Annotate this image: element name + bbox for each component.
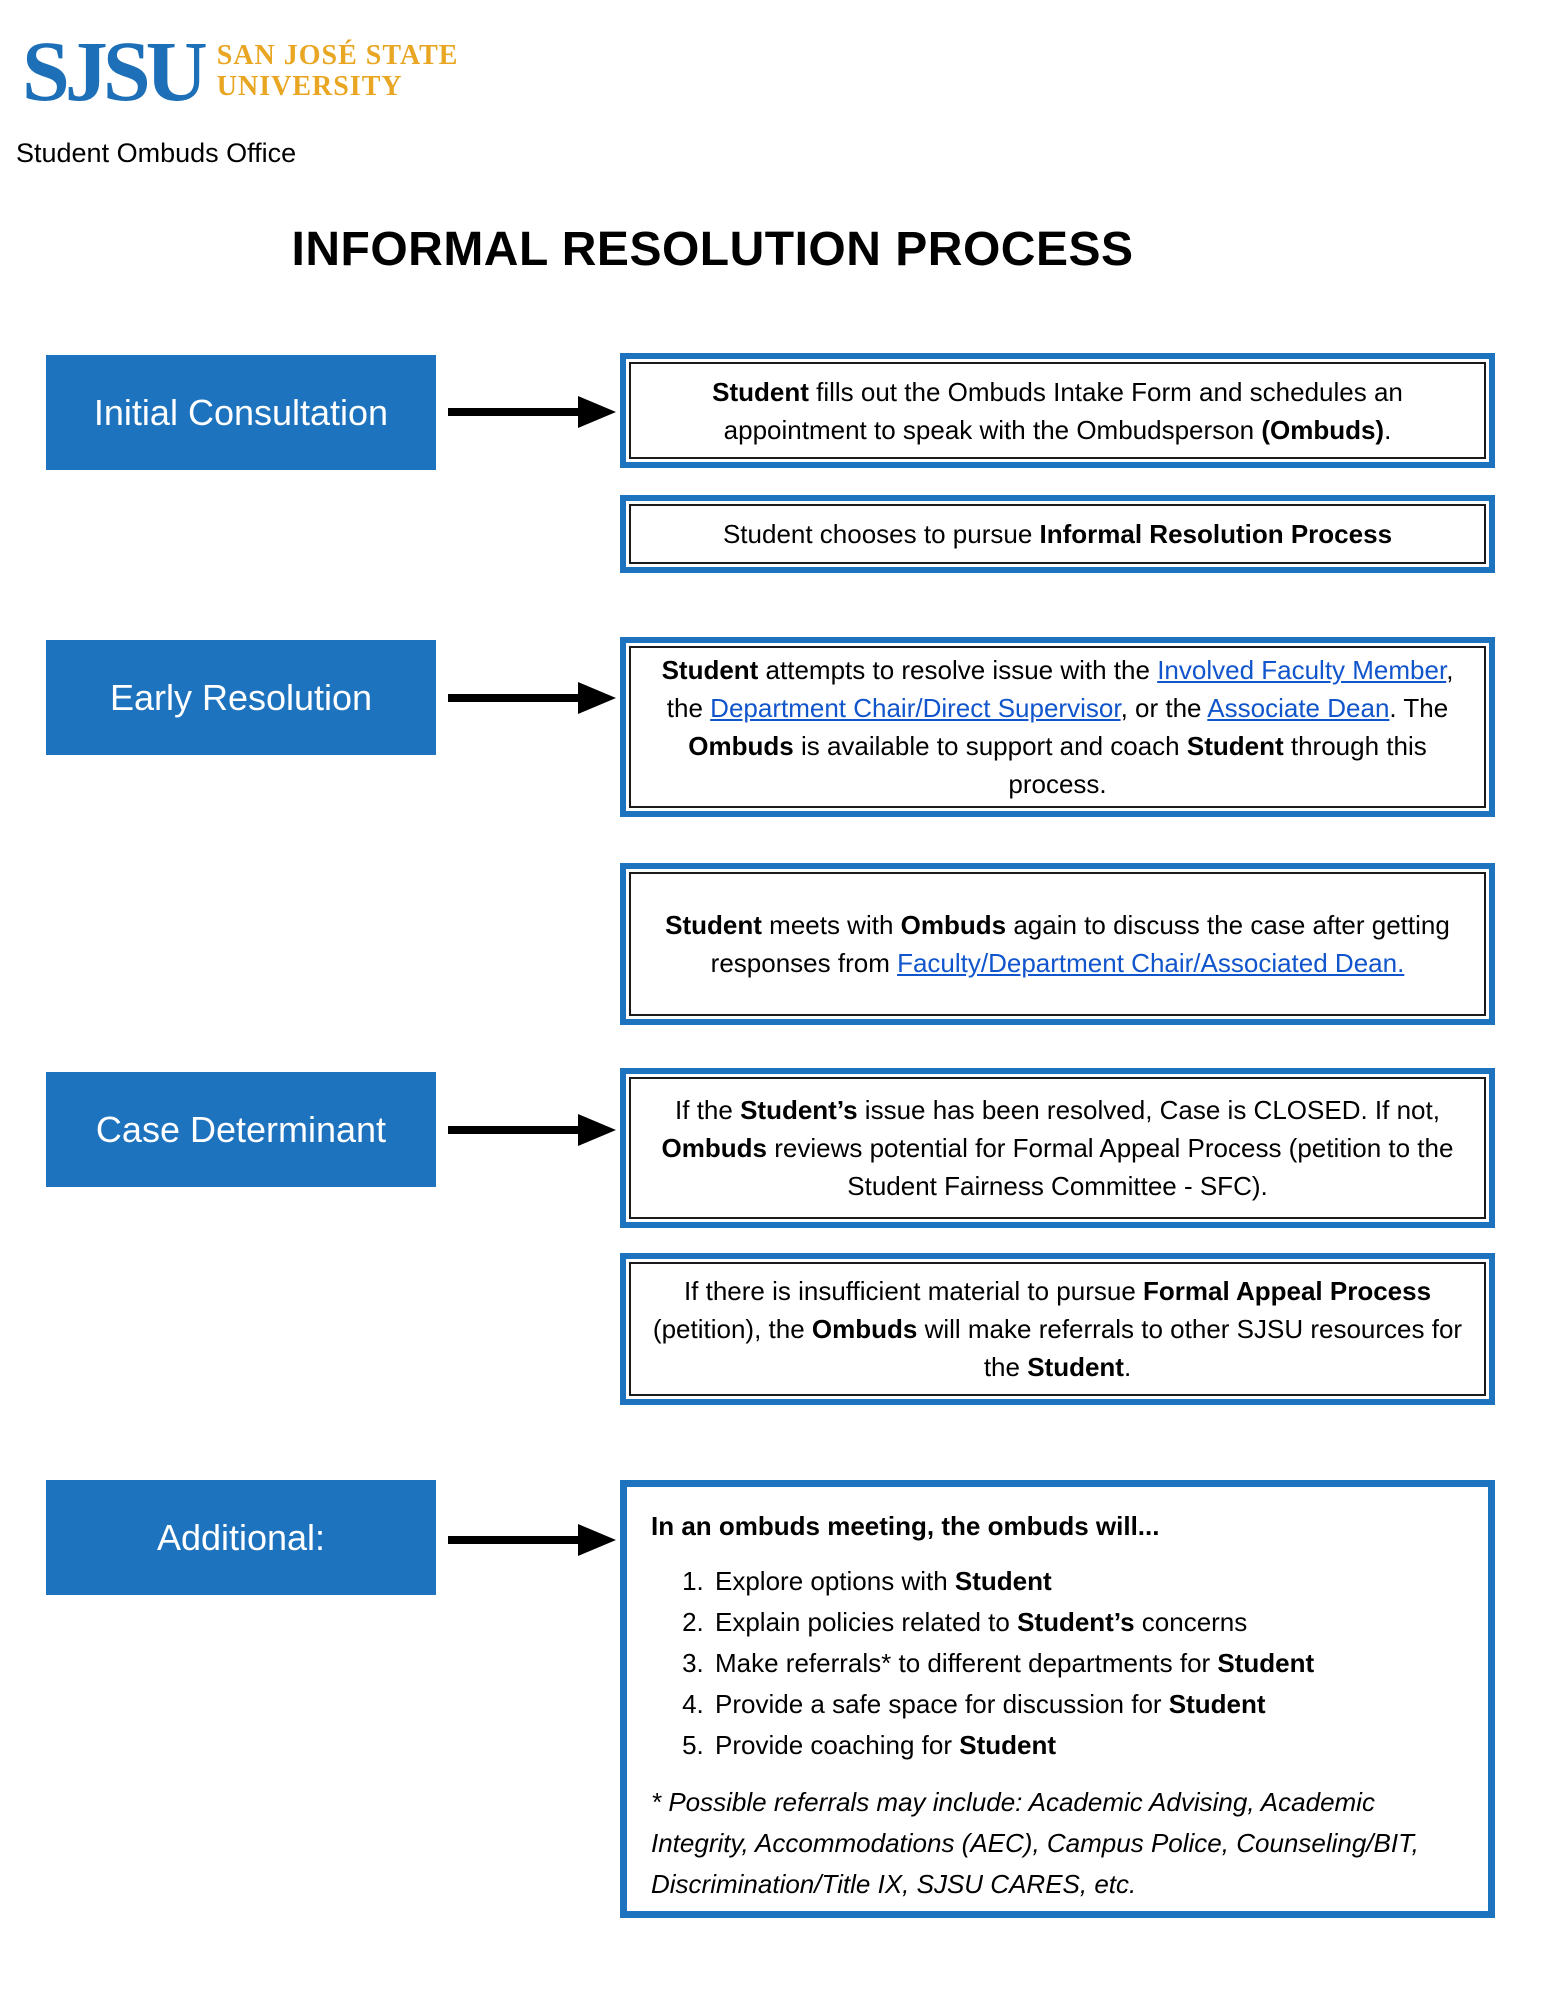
- link[interactable]: Department Chair/Direct Supervisor: [710, 693, 1121, 723]
- stage-label-text: Initial Consultation: [93, 391, 389, 433]
- arrow-icon: [448, 682, 616, 714]
- note-case-outcome-inner: If the Student’s issue has been resolved…: [629, 1077, 1486, 1219]
- office-name: Student Ombuds Office: [16, 138, 297, 168]
- note-intake: Student fills out the Ombuds Intake Form…: [620, 353, 1495, 468]
- sjsu-logo-name-line1: SAN JOSÉ STATE: [216, 40, 459, 71]
- note-text: If there is insufficient material to pur…: [652, 1276, 1463, 1382]
- note-early-attempt-inner: Student attempts to resolve issue with t…: [629, 646, 1486, 808]
- sjsu-logo: SJSU SAN JOSÉ STATE UNIVERSITY: [22, 28, 458, 114]
- additional-heading: In an ombuds meeting, the ombuds will...: [651, 1511, 1160, 1541]
- arrow-icon: [448, 1524, 616, 1556]
- ombuds-action-item: Explore options with Student: [711, 1561, 1464, 1602]
- ombuds-action-item: Make referrals* to different departments…: [711, 1643, 1464, 1684]
- arrow-icon: [448, 1114, 616, 1146]
- note-choose-informal: Student chooses to pursue Informal Resol…: [620, 495, 1495, 573]
- ombuds-action-item: Provide coaching for Student: [711, 1725, 1464, 1766]
- sjsu-logo-wordmark: SAN JOSÉ STATE UNIVERSITY: [217, 28, 459, 102]
- note-text: Student fills out the Ombuds Intake Form…: [712, 376, 1403, 445]
- link[interactable]: Associate Dean: [1207, 693, 1390, 723]
- page-title: INFORMAL RESOLUTION PROCESS: [291, 223, 1134, 276]
- ombuds-actions-list: Explore options with StudentExplain poli…: [651, 1561, 1464, 1766]
- note-choose-informal-inner: Student chooses to pursue Informal Resol…: [629, 504, 1486, 564]
- additional-box: In an ombuds meeting, the ombuds will...…: [620, 1480, 1495, 1918]
- note-intake-inner: Student fills out the Ombuds Intake Form…: [629, 362, 1486, 459]
- arrow-icon: [448, 396, 616, 428]
- note-text: Student chooses to pursue Informal Resol…: [722, 519, 1393, 549]
- note-insufficient-material: If there is insufficient material to pur…: [620, 1253, 1495, 1405]
- link[interactable]: Involved Faculty Member: [1157, 655, 1447, 685]
- ombuds-action-item: Provide a safe space for discussion for …: [711, 1684, 1464, 1725]
- ombuds-action-item: Explain policies related to Student’s co…: [711, 1602, 1464, 1643]
- note-text: If the Student’s issue has been resolved…: [661, 1095, 1454, 1201]
- stage-label-case-determinant: Case Determinant: [46, 1072, 436, 1187]
- link[interactable]: Faculty/Department Chair/Associated Dean…: [897, 948, 1405, 978]
- note-text: Student attempts to resolve issue with t…: [661, 655, 1454, 799]
- note-case-outcome: If the Student’s issue has been resolved…: [620, 1068, 1495, 1228]
- note-meet-again: Student meets with Ombuds again to discu…: [620, 863, 1495, 1025]
- stage-label-early-resolution: Early Resolution: [46, 640, 436, 755]
- stage-label-additional: Additional:: [46, 1480, 436, 1595]
- note-text: Student meets with Ombuds again to discu…: [665, 910, 1450, 978]
- sjsu-logo-acronym: SJSU: [22, 23, 208, 119]
- referrals-footnote: * Possible referrals may include: Academ…: [651, 1787, 1419, 1899]
- stage-label-text: Case Determinant: [95, 1108, 387, 1150]
- sjsu-logo-name-line2: UNIVERSITY: [216, 71, 403, 102]
- note-meet-again-inner: Student meets with Ombuds again to discu…: [629, 872, 1486, 1016]
- note-insufficient-material-inner: If there is insufficient material to pur…: [629, 1262, 1486, 1396]
- stage-label-text: Additional:: [156, 1516, 326, 1558]
- stage-label-initial-consultation: Initial Consultation: [46, 355, 436, 470]
- stage-label-text: Early Resolution: [109, 676, 373, 718]
- note-early-attempt: Student attempts to resolve issue with t…: [620, 637, 1495, 817]
